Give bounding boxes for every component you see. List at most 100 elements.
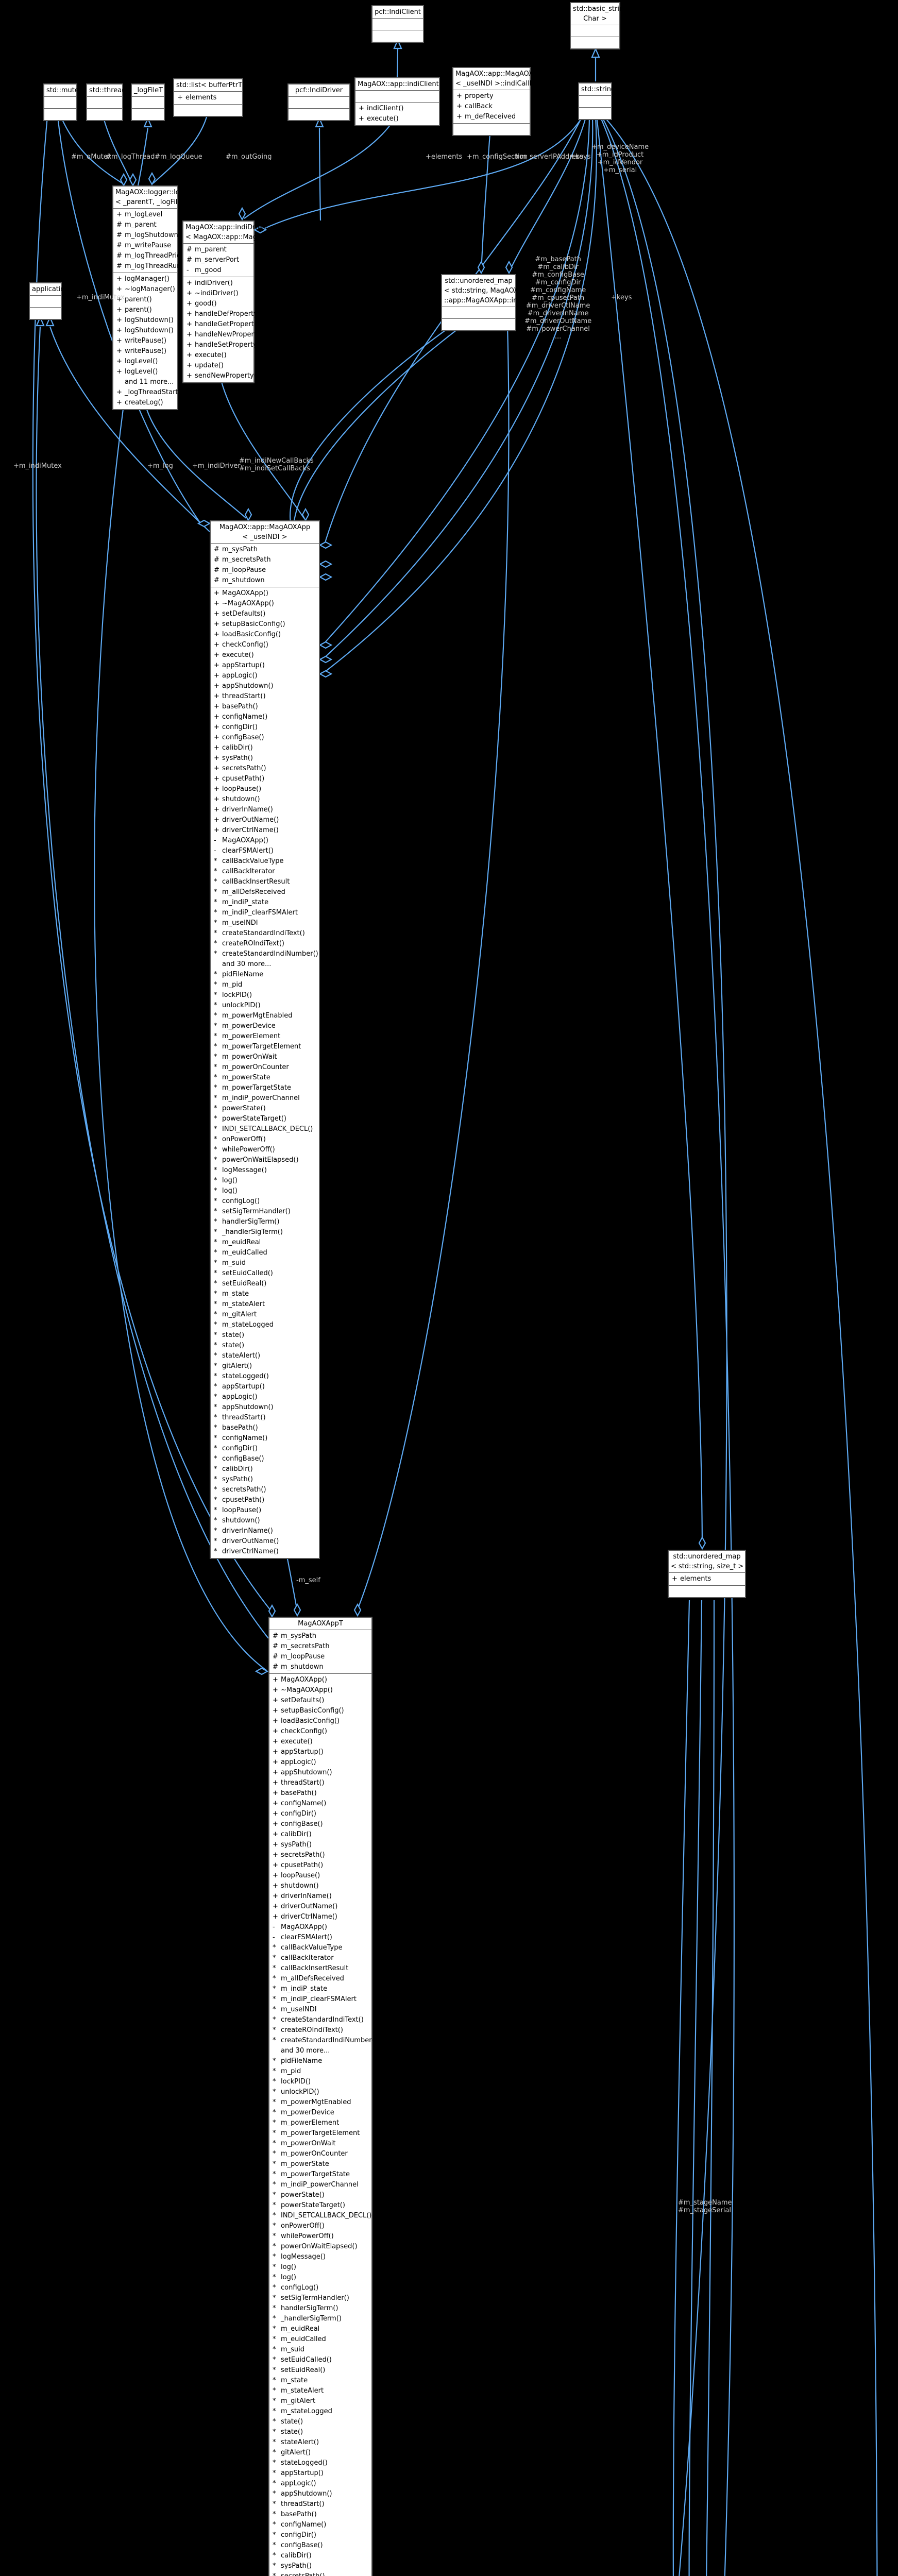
class-box-std-basic-string[interactable]: std::basic_string<Char > — [570, 2, 633, 49]
member-name: m_sysPath — [281, 1632, 316, 1640]
member-row: +sendNewProperty() — [183, 371, 259, 381]
edge-label-line: #m_driverCtlName — [526, 302, 590, 310]
member-visibility: * — [273, 1995, 276, 2003]
member-row: *pidFileName — [211, 970, 319, 980]
member-visibility: # — [273, 1663, 278, 1671]
member-row: +loopPause() — [269, 1871, 371, 1881]
member-visibility — [116, 377, 125, 387]
member-visibility: + — [116, 337, 122, 345]
member-row: *stateAlert() — [211, 1351, 319, 1361]
member-row: *m_euidCalled — [269, 2334, 371, 2345]
member-section: +MagAOXApp()+~MagAOXApp()+setDefaults()+… — [269, 1674, 377, 2576]
class-box-logmanager[interactable]: MagAOX::logger::logManager< _parentT, _l… — [112, 185, 213, 410]
member-name: createStandardIndiNumber() — [222, 950, 318, 958]
member-name: configName() — [222, 1434, 268, 1442]
class-box-indidriver-t[interactable]: MagAOX::app::indiDriver< MagAOX::app::Ma… — [182, 221, 292, 383]
member-name: elements — [680, 1575, 711, 1583]
member-name: callBackInsertResult — [281, 1964, 349, 1972]
member-row: -clearFSMAlert() — [269, 1933, 371, 1943]
class-title: pcf::IndiClient — [372, 6, 423, 19]
member-visibility: * — [273, 2140, 276, 2147]
class-box-indicallback-map[interactable]: std::unordered_map< std::string, MagAOX:… — [441, 274, 560, 331]
member-name: handleNewProperty() — [195, 331, 266, 338]
edge-label-line: +keys — [611, 294, 632, 301]
member-name: stateAlert() — [222, 1352, 261, 1360]
member-name: m_stateLogged — [222, 1321, 274, 1329]
member-row: +secretsPath() — [211, 764, 319, 774]
member-visibility: + — [273, 1707, 278, 1715]
member-visibility: + — [214, 631, 219, 638]
member-name: driverInName() — [281, 1892, 332, 1900]
member-visibility: + — [273, 1738, 278, 1745]
member-visibility: * — [273, 2480, 276, 2487]
member-visibility: * — [273, 2057, 276, 2065]
member-visibility: # — [214, 577, 219, 584]
class-box-pcf-indidriver[interactable]: pcf::IndiDriver — [287, 83, 350, 121]
class-box-logfilet[interactable]: _logFileT — [131, 83, 165, 121]
member-name: configDir() — [281, 2531, 316, 2539]
member-visibility: * — [214, 1032, 217, 1040]
member-visibility: + — [214, 744, 219, 752]
member-visibility: + — [273, 1758, 278, 1766]
member-visibility: * — [214, 1290, 217, 1298]
member-section — [87, 97, 122, 109]
member-row: *calibDir() — [211, 1464, 319, 1475]
member-row: *appStartup() — [269, 2468, 371, 2479]
class-box-app-indiclient[interactable]: MagAOX::app::indiClient+indiClient()+exe… — [354, 77, 440, 126]
member-visibility: * — [214, 1362, 217, 1370]
member-visibility: + — [359, 115, 364, 123]
member-name: m_logLevel — [125, 211, 163, 218]
edge-label-line: +m_configSection — [467, 153, 528, 161]
class-title-line: pcf::IndiDriver — [295, 87, 343, 94]
member-visibility: + — [214, 713, 219, 721]
member-visibility: # — [214, 546, 219, 553]
edge-label-line: #m_logThread — [106, 153, 155, 161]
member-row: +MagAOXApp() — [211, 588, 319, 599]
member-visibility: * — [214, 1074, 217, 1081]
member-row: #m_loopPause — [269, 1652, 371, 1662]
class-box-std-string[interactable]: std::string — [578, 82, 615, 120]
member-name: gitAlert() — [222, 1362, 252, 1370]
edge-label-line: #m_stageSerial — [678, 2207, 731, 2214]
member-name: m_powerOnWait — [281, 2140, 336, 2147]
member-row: *stateLogged() — [211, 1371, 319, 1382]
edge-label: #m_basePath#m_calibDir#m_configBase#m_co… — [524, 256, 591, 341]
class-box-std-list-bufferptr[interactable]: std::list< bufferPtrT >+elements — [173, 78, 250, 117]
class-box-magaoxapp-useindi[interactable]: MagAOX::app::MagAOXApp< _useINDI >#m_sys… — [210, 520, 320, 1559]
member-row: +configBase() — [269, 1819, 371, 1829]
class-box-application[interactable]: application — [29, 282, 69, 320]
member-name: loopPause() — [222, 1506, 262, 1514]
member-name: m_parent — [125, 221, 157, 229]
member-name: basePath() — [222, 703, 258, 710]
member-section — [442, 319, 515, 330]
member-visibility: + — [187, 362, 192, 369]
member-visibility: * — [214, 950, 217, 958]
member-name: logMessage() — [222, 1166, 267, 1174]
member-name: shutdown() — [222, 1517, 260, 1524]
class-box-std-thread[interactable]: std::thread — [86, 83, 126, 121]
member-name: appLogic() — [222, 672, 258, 680]
member-name: configBase() — [281, 1820, 323, 1828]
member-visibility: * — [273, 2428, 276, 2436]
member-name: secretsPath() — [281, 1851, 325, 1859]
edge-label-line: #m_logQueue — [155, 153, 202, 161]
member-row: +handleSetProperty() — [183, 340, 262, 350]
member-row: +execute() — [355, 114, 439, 124]
class-box-pcf-indiclient[interactable]: pcf::IndiClient — [371, 5, 424, 43]
class-title: std::mutex — [44, 84, 82, 97]
member-visibility: * — [273, 2521, 276, 2529]
member-name: threadStart() — [281, 1779, 325, 1787]
member-row: +driverInName() — [269, 1891, 371, 1902]
class-box-std-mutex[interactable]: std::mutex — [43, 83, 82, 121]
member-row: *threadStart() — [269, 2499, 371, 2510]
member-visibility: * — [273, 2346, 276, 2353]
class-box-magaoxappt[interactable]: MagAOXAppT#m_sysPath#m_secretsPath#m_loo… — [268, 1617, 377, 2576]
class-box-sizemap[interactable]: std::unordered_map< std::string, size_t … — [668, 1550, 746, 1598]
member-name: m_allDefsReceived — [222, 888, 285, 896]
member-visibility: + — [187, 300, 192, 308]
member-name: ~MagAOXApp() — [281, 1686, 333, 1694]
member-name: m_powerOnCounter — [222, 1063, 289, 1071]
member-visibility: * — [273, 2490, 276, 2498]
member-visibility: * — [214, 1383, 217, 1391]
class-box-indicallback[interactable]: MagAOX::app::MagAOXApp< _useINDI >::indi… — [452, 67, 546, 136]
